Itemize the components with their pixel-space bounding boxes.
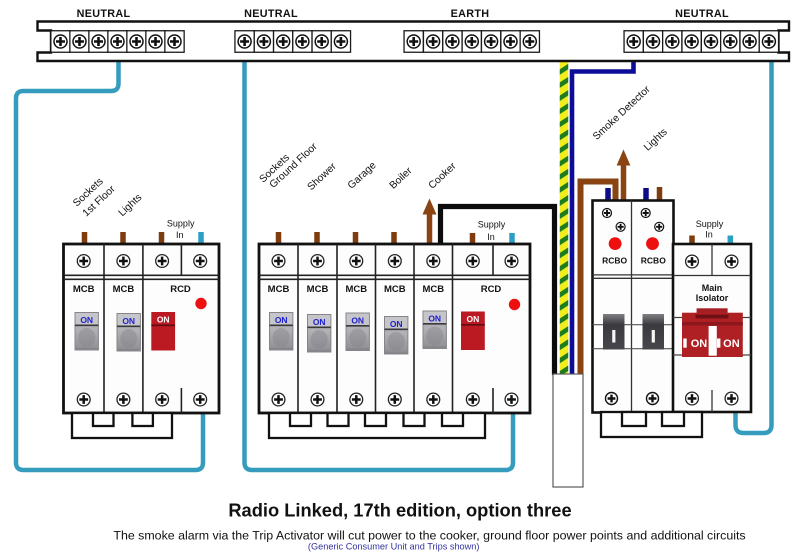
svg-text:Supply: Supply: [167, 218, 195, 228]
svg-text:ON: ON: [691, 338, 708, 350]
svg-text:In: In: [705, 230, 713, 240]
svg-text:MCB: MCB: [113, 284, 135, 295]
svg-text:Supply: Supply: [478, 219, 506, 229]
svg-text:NEUTRAL: NEUTRAL: [675, 8, 729, 20]
svg-text:RCD: RCD: [481, 284, 502, 295]
svg-text:Garage: Garage: [346, 160, 379, 192]
svg-text:Boiler: Boiler: [388, 165, 415, 191]
svg-text:EARTH: EARTH: [451, 8, 490, 20]
svg-text:Main: Main: [702, 283, 723, 293]
svg-text:RCBO: RCBO: [602, 256, 627, 266]
svg-text:MCB: MCB: [268, 284, 290, 295]
svg-text:NEUTRAL: NEUTRAL: [244, 8, 298, 20]
svg-text:In: In: [487, 232, 495, 242]
svg-text:Lights: Lights: [642, 127, 670, 154]
svg-text:Supply: Supply: [696, 219, 724, 229]
svg-text:In: In: [176, 230, 184, 240]
svg-text:(Generic Consumer Unit and Tri: (Generic Consumer Unit and Trips shown): [308, 542, 480, 552]
svg-text:MCB: MCB: [345, 284, 367, 295]
svg-text:MCB: MCB: [307, 284, 329, 295]
svg-text:Cooker: Cooker: [427, 161, 459, 192]
svg-text:Smoke Detector: Smoke Detector: [591, 84, 653, 143]
svg-text:ON: ON: [723, 338, 740, 350]
svg-text:NEUTRAL: NEUTRAL: [77, 8, 131, 20]
svg-text:Radio Linked, 17th edition, op: Radio Linked, 17th edition, option three: [228, 500, 571, 521]
svg-text:MCB: MCB: [73, 284, 95, 295]
svg-text:RCBO: RCBO: [641, 256, 666, 266]
svg-text:Isolator: Isolator: [696, 293, 729, 303]
svg-text:Shower: Shower: [306, 161, 339, 193]
svg-text:Lights: Lights: [117, 192, 145, 219]
svg-text:MCB: MCB: [422, 284, 444, 295]
svg-text:The smoke alarm via the Trip A: The smoke alarm via the Trip Activator w…: [113, 529, 745, 543]
svg-text:MCB: MCB: [384, 284, 406, 295]
svg-text:RCD: RCD: [170, 284, 191, 295]
